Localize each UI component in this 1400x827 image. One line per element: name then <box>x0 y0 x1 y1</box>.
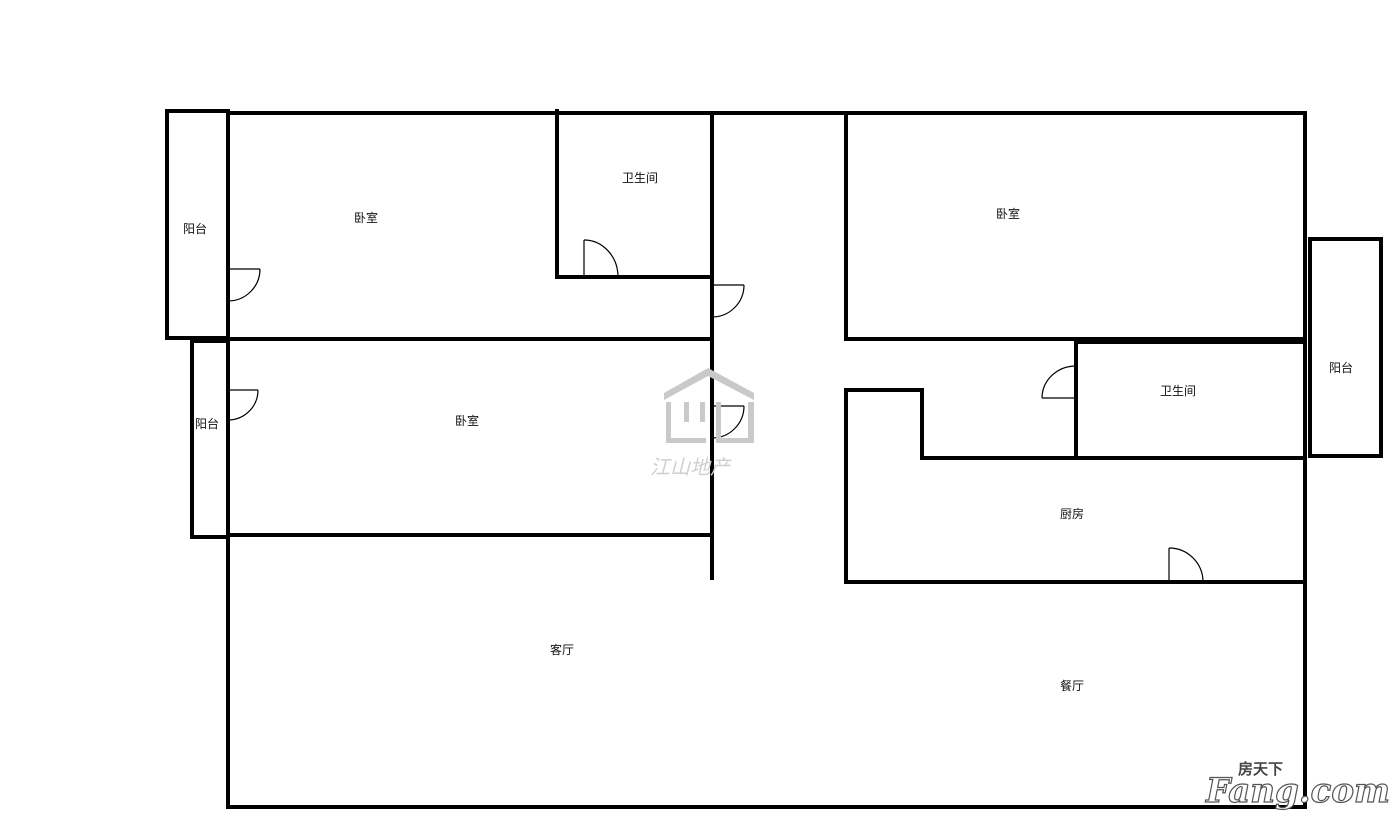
label-balcony-right: 阳台 <box>1329 360 1353 375</box>
house-logo-icon <box>664 368 754 400</box>
door-balcony-bottom <box>227 389 259 421</box>
label-dining-room: 餐厅 <box>1060 678 1084 693</box>
brand-cn-text: 房天下 <box>1238 760 1283 778</box>
door-bedroom-top <box>711 284 745 318</box>
label-kitchen: 厨房 <box>1060 506 1084 521</box>
label-balcony-left-bottom: 阳台 <box>195 416 219 431</box>
label-living-room: 客厅 <box>550 642 574 657</box>
balcony-left-bottom-outline <box>190 339 230 539</box>
door-kitchen <box>1168 547 1204 583</box>
door-balcony-top <box>227 268 261 302</box>
label-balcony-left-top: 阳台 <box>183 221 207 236</box>
label-bedroom-middle-left: 卧室 <box>455 413 479 428</box>
walls <box>165 109 1383 809</box>
door-bathroom-right <box>1041 365 1077 399</box>
watermark-text: 江山地产 <box>650 455 732 479</box>
brand-en-text: Fang.com <box>1205 771 1390 811</box>
label-bathroom-top: 卫生间 <box>622 171 658 185</box>
door-bathroom-top <box>583 239 619 278</box>
doors <box>227 239 1204 583</box>
brand-watermark: 房天下 Fang.com <box>1204 760 1390 812</box>
balcony-left-top-outline <box>165 109 230 340</box>
balcony-right-outline <box>1308 237 1383 458</box>
label-bedroom-top-right: 卧室 <box>996 206 1020 221</box>
label-bedroom-top-left: 卧室 <box>354 210 378 225</box>
label-bathroom-right: 卫生间 <box>1160 384 1196 398</box>
room-labels: 阳台 卧室 卫生间 卧室 阳台 卧室 阳台 卫生间 厨房 客厅 餐厅 <box>183 171 1353 693</box>
watermark-logo: 江山地产 <box>650 368 754 479</box>
